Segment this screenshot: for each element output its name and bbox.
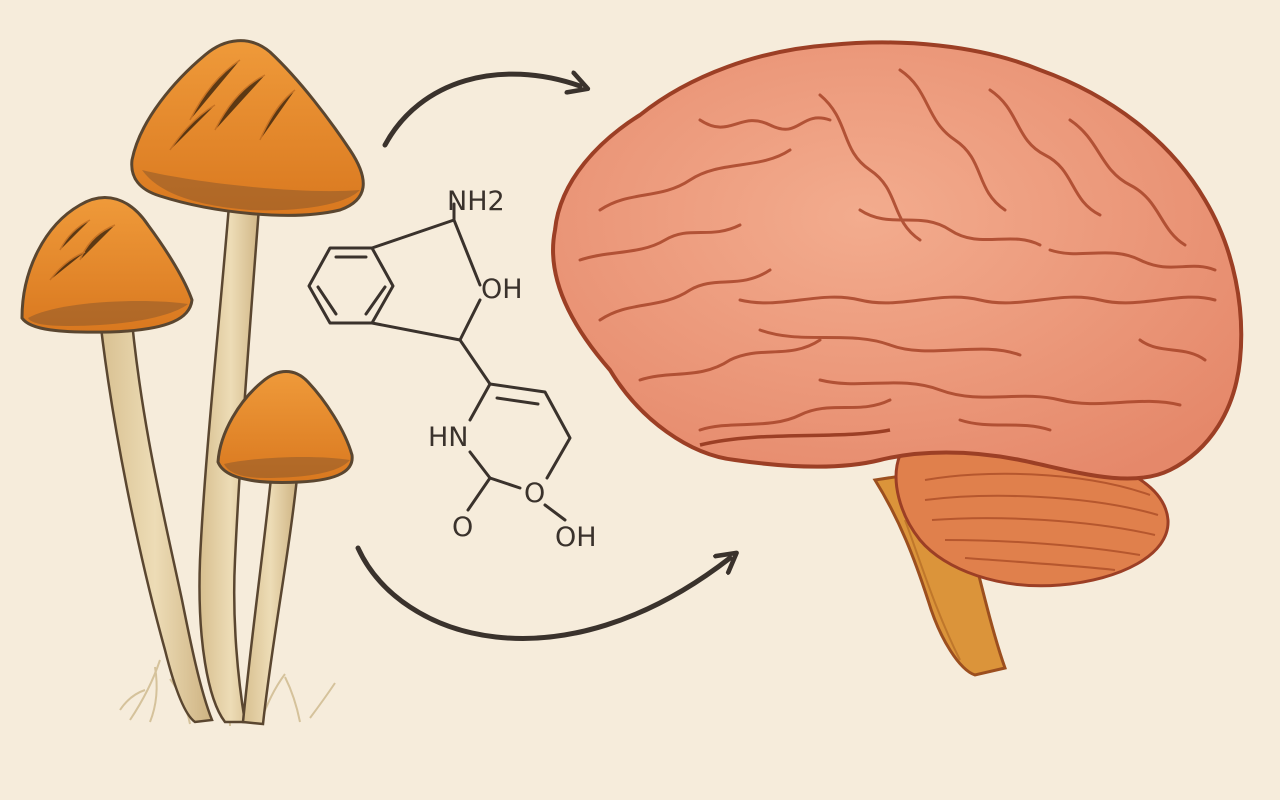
molecule-icon	[307, 202, 572, 522]
mushroom-cap	[20, 196, 194, 334]
amine-label: NH2	[447, 186, 505, 217]
arrow-icon	[382, 74, 580, 148]
hydroxyl-label: OH	[481, 274, 523, 305]
mushroom-cluster	[20, 39, 365, 727]
mushroom-cap	[130, 39, 365, 217]
carbonyl-oxygen-label: O	[452, 512, 473, 543]
arrow-icon	[355, 545, 730, 641]
mushroom-cap	[216, 370, 354, 484]
mushroom-stem	[96, 298, 214, 724]
molecule-labels: NH2 OH HN O O OH	[428, 186, 597, 553]
mushroom-icon	[216, 370, 354, 726]
mushroom-stem	[241, 466, 300, 726]
peroxide-hydroxyl-label: OH	[555, 522, 597, 553]
brain-icon	[551, 40, 1244, 677]
ring-nitrogen-label: HN	[428, 422, 469, 453]
mushroom-icon	[20, 196, 214, 724]
cerebrum	[551, 40, 1244, 481]
ring-oxygen-label: O	[524, 478, 545, 509]
